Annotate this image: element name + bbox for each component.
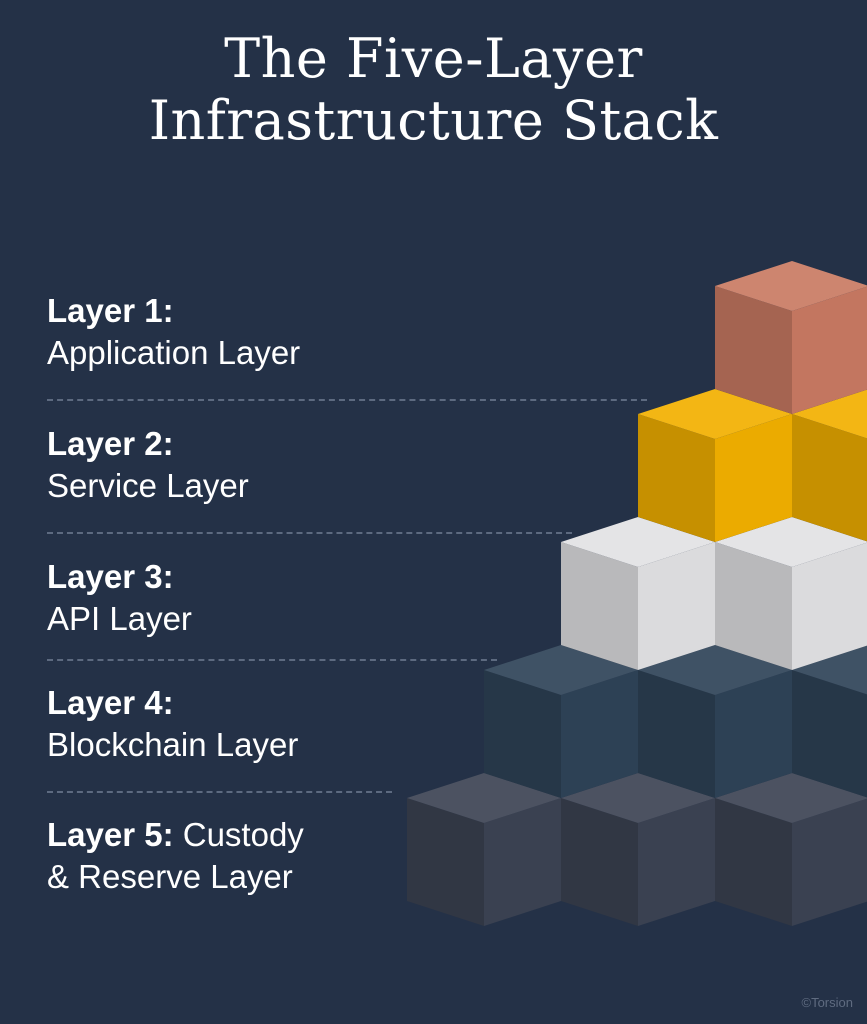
- cube-left-face: [638, 670, 715, 798]
- layer-5-number: Layer 5:: [47, 816, 174, 853]
- layer-3-cube: [561, 517, 715, 670]
- cube-right-face: [561, 670, 638, 798]
- layer-4-name: Blockchain Layer: [47, 726, 299, 763]
- layer-2-number: Layer 2:: [47, 425, 174, 462]
- layer-2-name: Service Layer: [47, 467, 249, 504]
- cube-right-face: [638, 542, 715, 670]
- cube-right-face: [484, 798, 561, 926]
- cube-left-face: [792, 670, 867, 798]
- layer-5-name-line-1: Custody: [182, 816, 304, 853]
- cube-top-face: [715, 517, 867, 567]
- page-title: The Five-Layer Infrastructure Stack: [0, 28, 867, 152]
- cube-right-face: [792, 286, 867, 414]
- layer-1-number: Layer 1:: [47, 292, 174, 329]
- cube-left-face: [561, 542, 638, 670]
- title-line-2: Infrastructure Stack: [148, 89, 719, 152]
- layer-5-label: Layer 5: Custody & Reserve Layer: [47, 814, 304, 898]
- cube-left-face: [715, 286, 792, 414]
- cube-left-face: [407, 798, 484, 926]
- layer-5-cube: [407, 773, 561, 926]
- cube-left-face: [715, 798, 792, 926]
- cube-right-face: [638, 798, 715, 926]
- cube-right-face: [792, 798, 867, 926]
- cube-left-face: [638, 414, 715, 542]
- cube-top-face: [792, 389, 867, 439]
- cube-right-face: [715, 414, 792, 542]
- cube-top-face: [792, 645, 867, 695]
- layer-3-name: API Layer: [47, 600, 192, 637]
- layer-1-label: Layer 1: Application Layer: [47, 290, 300, 374]
- layer-5-name-line-2: & Reserve Layer: [47, 858, 293, 895]
- divider-2: [47, 532, 572, 534]
- cube-left-face: [715, 542, 792, 670]
- layer-3-cube: [715, 517, 867, 670]
- layer-5-cube: [561, 773, 715, 926]
- divider-4: [47, 791, 392, 793]
- cube-top-face: [715, 773, 867, 823]
- layer-3-label: Layer 3: API Layer: [47, 556, 192, 640]
- divider-3: [47, 659, 497, 661]
- layer-4-label: Layer 4: Blockchain Layer: [47, 682, 298, 766]
- credit-text: ©Torsion: [801, 995, 854, 1010]
- layer-1-name: Application Layer: [47, 334, 301, 371]
- cube-top-face: [715, 261, 867, 311]
- cube-right-face: [792, 542, 867, 670]
- layer-2-label: Layer 2: Service Layer: [47, 423, 249, 507]
- cube-left-face: [484, 670, 561, 798]
- layer-2-cube: [792, 389, 867, 542]
- layer-4-number: Layer 4:: [47, 684, 174, 721]
- layer-2-cube: [638, 389, 792, 542]
- layer-3-number: Layer 3:: [47, 558, 174, 595]
- layer-1-cube: [715, 261, 867, 414]
- divider-1: [47, 399, 647, 401]
- layer-5-cube: [715, 773, 867, 926]
- layer-4-cube: [484, 645, 638, 798]
- title-line-1: The Five-Layer: [224, 27, 643, 90]
- layer-4-cube: [638, 645, 792, 798]
- cube-right-face: [715, 670, 792, 798]
- cube-left-face: [561, 798, 638, 926]
- layer-4-cube: [792, 645, 867, 798]
- cube-left-face: [792, 414, 867, 542]
